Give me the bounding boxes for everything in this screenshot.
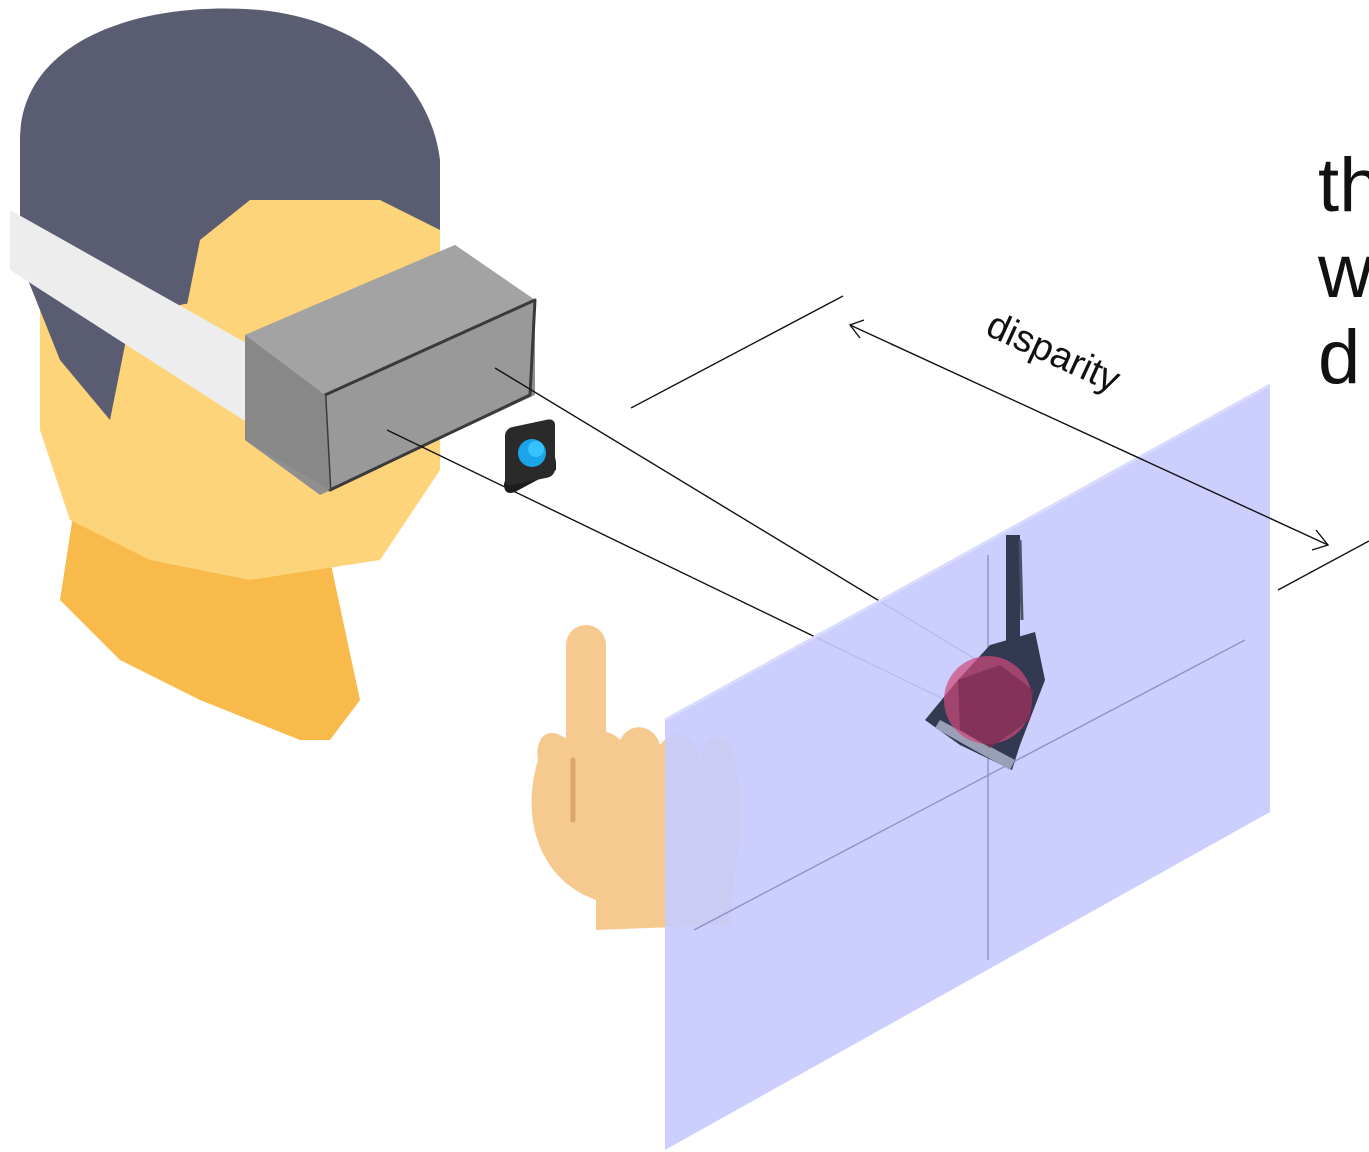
disparity-arrowhead-right (1311, 529, 1330, 551)
side-text: th w d (1318, 143, 1369, 401)
disparity-tick-left (630, 295, 844, 409)
side-text-line-3: d (1318, 315, 1361, 400)
user-head (10, 8, 537, 740)
disparity-arrowhead-left (848, 319, 865, 339)
disparity-measurement (630, 295, 1369, 591)
disparity-arrow-line (849, 324, 1329, 546)
crosshair-horizontal (693, 639, 1246, 931)
vr-headset (245, 245, 537, 495)
disparity-tick-right (1277, 540, 1369, 591)
controller-button-icon (504, 419, 556, 493)
virtual-object-icon (925, 535, 1045, 770)
virtual-screen-plane (664, 383, 1271, 1150)
side-text-line-2: w (1318, 229, 1369, 314)
side-text-line-1: th (1318, 143, 1369, 228)
disparity-label: disparity (980, 304, 1126, 401)
